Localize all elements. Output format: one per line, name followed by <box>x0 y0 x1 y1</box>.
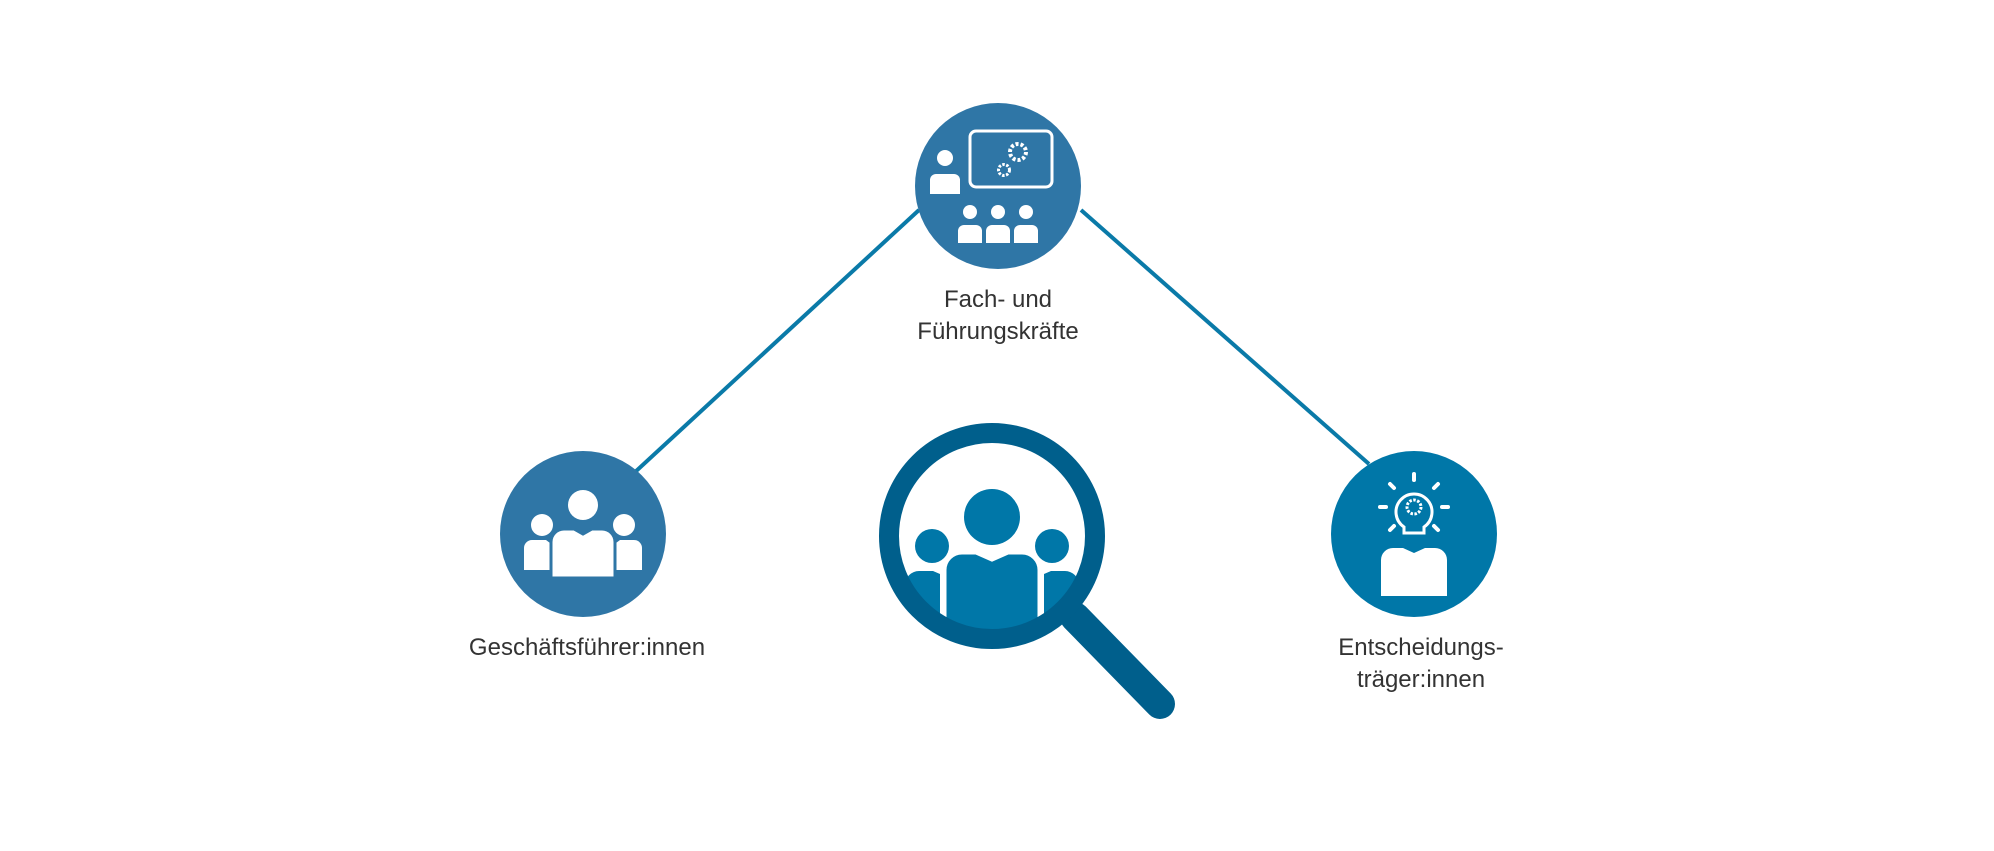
connector-right <box>1079 208 1371 466</box>
label-line-2: Führungskräfte <box>917 318 1079 345</box>
group-icon <box>500 451 666 617</box>
presentation-team-icon <box>915 103 1081 269</box>
label-line-1: Fach- und <box>943 286 1053 313</box>
idea-person-icon <box>1331 451 1497 617</box>
label-line-2: träger:innen <box>1356 666 1486 693</box>
magnifier-people-icon <box>879 423 1175 719</box>
connector-left <box>632 208 921 475</box>
label-entscheidungstraeger: Entscheidungs- träger:innen <box>1338 632 1503 696</box>
label-line-1: Entscheidungs- <box>1338 634 1504 661</box>
label-geschaeftsfuehrer: Geschäftsführer:innen <box>468 634 706 661</box>
label-fach-fuehrungskraefte: Fach- und Führungskräfte <box>917 284 1078 348</box>
